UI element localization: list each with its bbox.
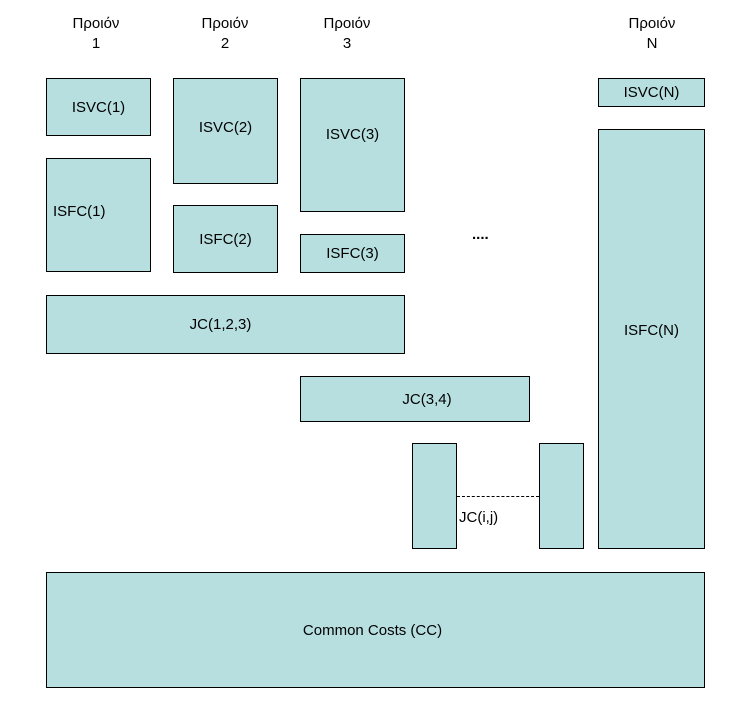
jc-123-label: JC(1,2,3)	[189, 316, 252, 333]
jc-ij-left-box	[412, 443, 457, 549]
isvc-2-label: ISVC(2)	[198, 118, 253, 136]
common-costs-box: Common Costs (CC)	[46, 572, 705, 688]
isfc-1-label: ISFC(1)	[53, 202, 106, 220]
product-2-header: Προιόν 2	[180, 14, 270, 54]
product-n-header: Προιόν N	[607, 14, 697, 54]
isvc-1-box: ISVC(1)	[46, 78, 151, 136]
isvc-2-box: ISVC(2)	[173, 78, 278, 184]
isfc-3-label: ISFC(3)	[326, 245, 379, 262]
product-1-index: 1	[91, 35, 101, 52]
jc-34-label: JC(3,4)	[402, 390, 452, 408]
isvc-3-box: ISVC(3)	[300, 78, 405, 212]
ellipsis-text: ....	[472, 226, 489, 243]
product-3-name: Προιόν	[323, 15, 371, 32]
jc-123-box: JC(1,2,3)	[46, 295, 405, 354]
jc-34-box: JC(3,4)	[300, 376, 530, 422]
product-1-header: Προιόν 1	[51, 14, 141, 54]
isfc-1-box: ISFC(1)	[46, 158, 151, 272]
common-costs-label: Common Costs (CC)	[302, 621, 443, 639]
product-3-index: 3	[342, 35, 352, 52]
isvc-n-label: ISVC(N)	[623, 84, 680, 101]
jc-ij-dashed-connector	[457, 496, 539, 497]
isfc-2-box: ISFC(2)	[173, 205, 278, 273]
isvc-n-box: ISVC(N)	[598, 78, 705, 107]
isfc-2-label: ISFC(2)	[199, 230, 252, 248]
isvc-3-label: ISVC(3)	[325, 125, 380, 143]
jc-ij-right-box	[539, 443, 584, 549]
isvc-1-label: ISVC(1)	[71, 98, 126, 116]
isfc-n-label: ISFC(N)	[624, 321, 679, 339]
product-2-name: Προιόν	[201, 15, 249, 32]
isfc-3-box: ISFC(3)	[300, 234, 405, 273]
product-2-index: 2	[220, 35, 230, 52]
product-n-index: N	[646, 35, 658, 52]
product-1-name: Προιόν	[72, 15, 120, 32]
product-n-name: Προιόν	[628, 15, 676, 32]
isfc-n-box: ISFC(N)	[598, 129, 705, 549]
jc-ij-label: JC(i,j)	[459, 509, 499, 526]
product-3-header: Προιόν 3	[302, 14, 392, 54]
